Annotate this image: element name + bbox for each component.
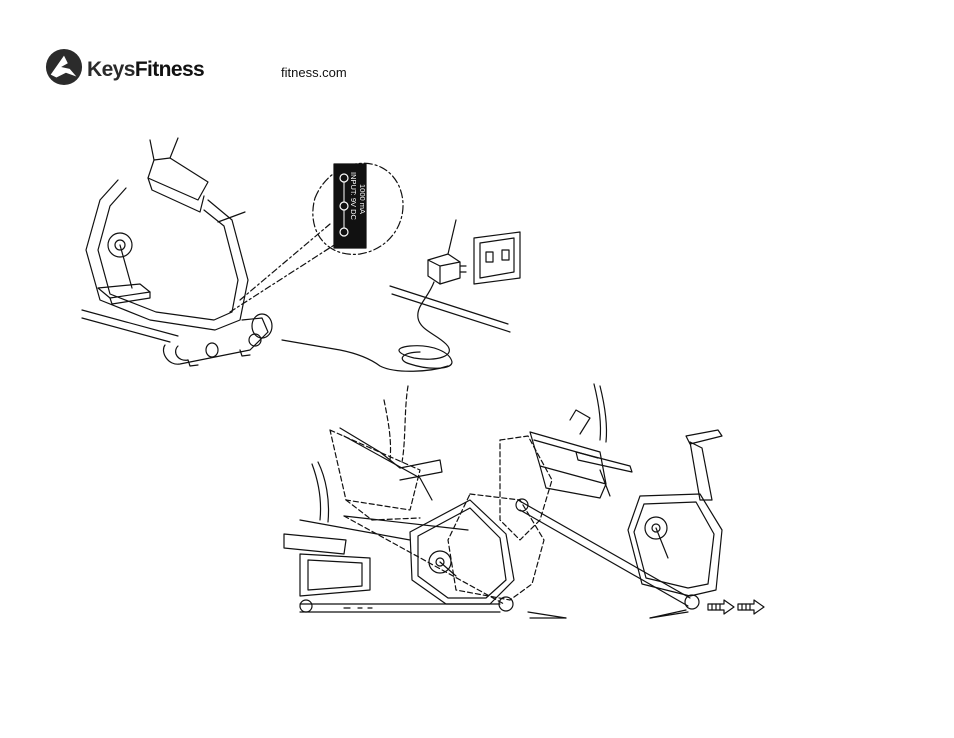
- power-rating-line1: INPUT: 9V DC: [349, 172, 358, 221]
- recumbent-bike-move-sequence: [284, 384, 764, 618]
- power-adapter-icon: [428, 254, 466, 284]
- move-direction-arrow-icon: [708, 600, 764, 614]
- power-jack-callout: INPUT: 9V DC 1000 mA: [313, 163, 403, 254]
- recumbent-bike-tilted-dashed: [330, 386, 552, 604]
- power-adapter-scene: [390, 220, 520, 368]
- power-rating-line2: 1000 mA: [358, 184, 367, 214]
- wall-outlet-icon: [474, 232, 520, 284]
- recumbent-bike-start: [284, 428, 514, 612]
- upright-bike-detail: [82, 138, 448, 371]
